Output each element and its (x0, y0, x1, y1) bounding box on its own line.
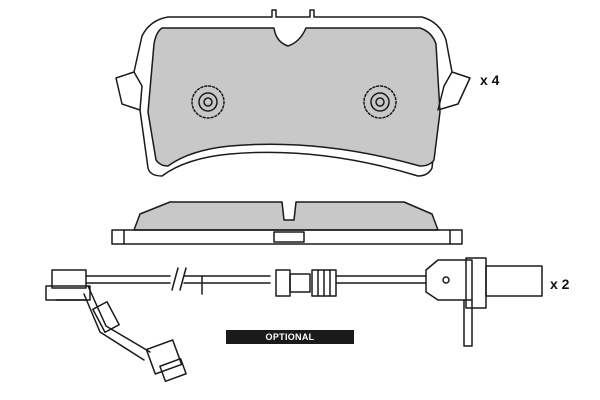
cable-clip (275, 269, 337, 297)
branch-clip (92, 301, 120, 333)
friction-material (147, 27, 441, 167)
right-tab (437, 71, 453, 111)
left-tab (133, 71, 143, 111)
optional-tag: OPTIONAL (226, 330, 354, 344)
wear-sensor (45, 257, 543, 383)
branch-cable-upper (87, 285, 151, 353)
pad-quantity-label: x 4 (480, 72, 500, 88)
branch-cable-lower (83, 293, 145, 361)
side-backing-plate (111, 229, 463, 245)
left-connector (45, 269, 91, 301)
left-rivet (191, 85, 225, 119)
sensor-quantity-label: x 2 (550, 276, 570, 292)
sensor-head (425, 257, 543, 347)
branch-connector (145, 339, 187, 383)
side-slot (273, 231, 305, 243)
right-rivet (363, 85, 397, 119)
side-friction-material (133, 201, 439, 231)
cable-break-mark-2 (179, 267, 187, 291)
backing-plate-outline (115, 9, 471, 177)
brake-pad-side-view (111, 201, 463, 245)
brake-pad-top-view (115, 9, 471, 177)
cable-break-mark-1 (171, 267, 179, 291)
